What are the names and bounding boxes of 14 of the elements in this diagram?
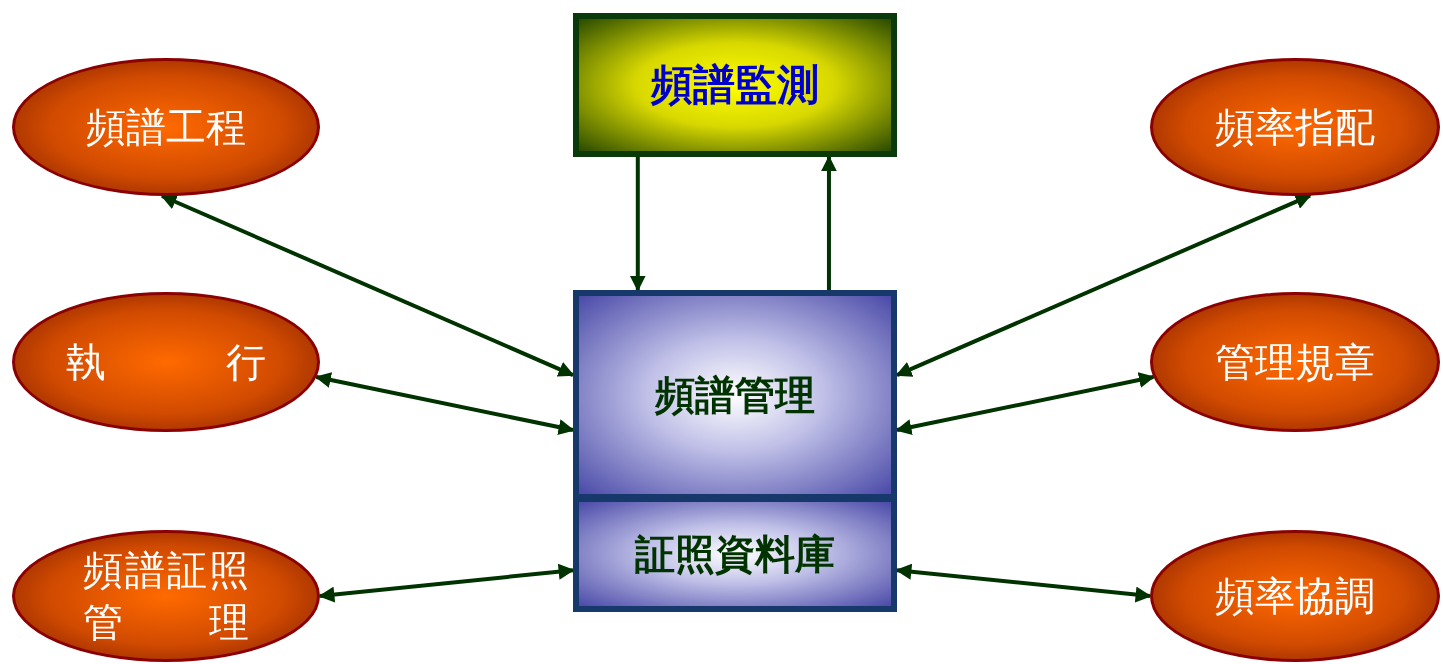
node-label: 執行 xyxy=(66,338,266,387)
node-label: 頻率指配 xyxy=(1215,103,1375,152)
node-label: 頻譜証照管理 xyxy=(83,546,249,647)
node-label: 頻譜監測 xyxy=(651,59,819,111)
node-label: 証照資料庫 xyxy=(635,528,835,579)
arrow xyxy=(160,194,575,377)
node-label: 頻率協調 xyxy=(1215,572,1375,621)
node-label: 頻譜管理 xyxy=(655,369,815,420)
arrow xyxy=(629,157,646,292)
monitoring-box xyxy=(573,13,897,157)
arrow xyxy=(318,563,575,603)
node-label: 管理規章 xyxy=(1215,338,1375,387)
node-label: 頻譜工程 xyxy=(86,103,246,152)
arrow xyxy=(820,155,837,290)
